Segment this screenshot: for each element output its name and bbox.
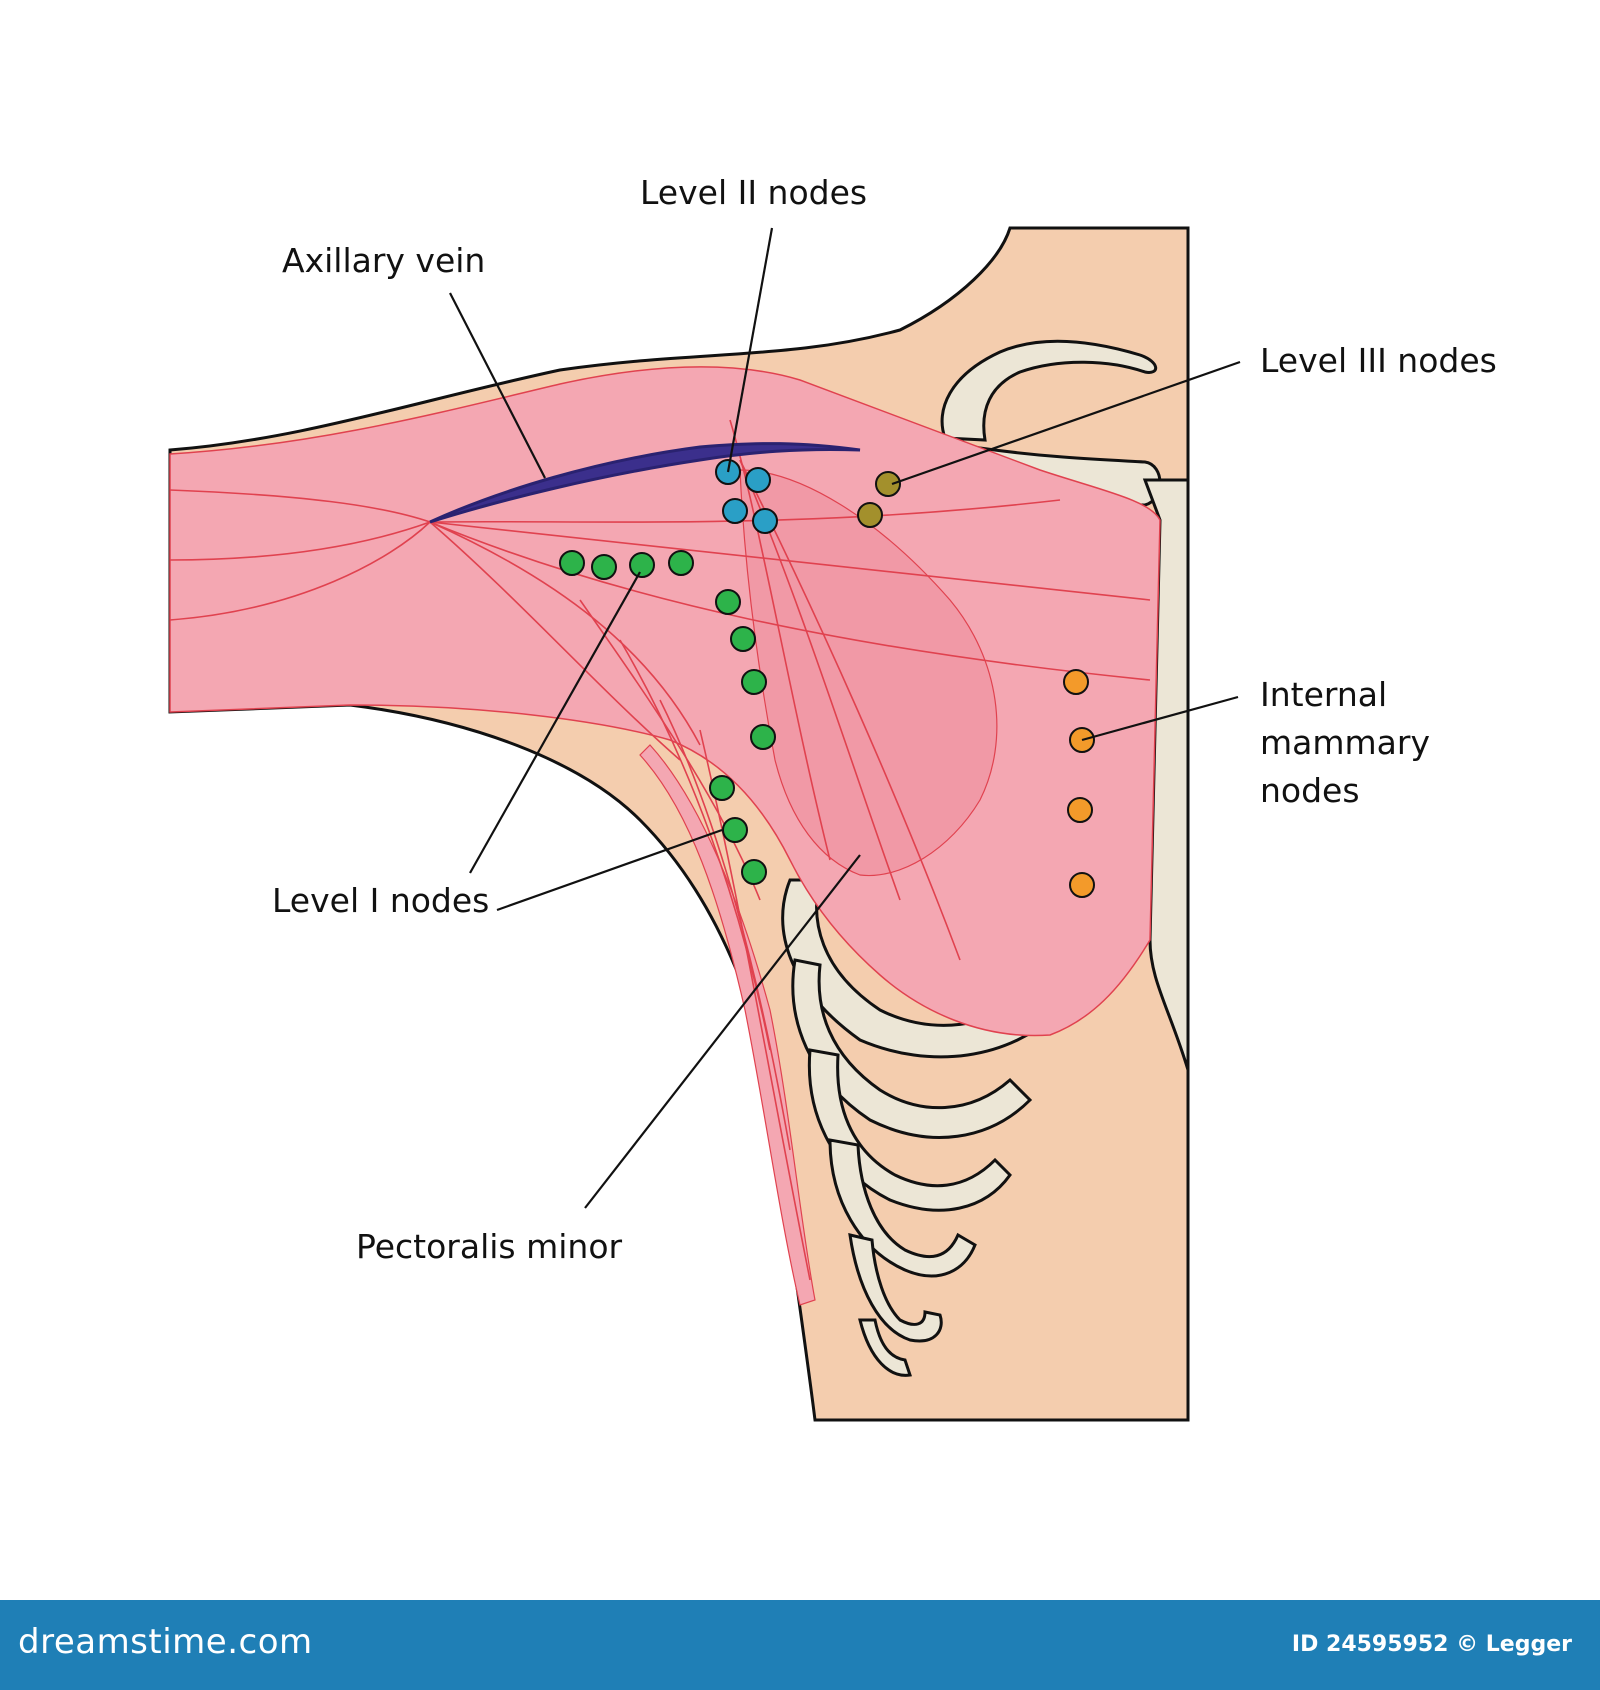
pectoral-muscles — [169, 366, 1161, 1306]
internal-mammary-node-3 — [1067, 797, 1093, 823]
axillary-vein — [429, 442, 861, 524]
text-labels: Level II nodes Axillary vein Level III n… — [272, 173, 1497, 1266]
level-3-node-1 — [875, 471, 901, 497]
level-1-node-3 — [629, 552, 655, 578]
level-1-node-group — [559, 550, 776, 885]
level-1-node-1 — [559, 550, 585, 576]
level-1-node-11 — [741, 859, 767, 885]
level-1-node-9 — [709, 775, 735, 801]
leader-lines — [449, 227, 1241, 1209]
label-internal-1: Internal — [1260, 675, 1387, 714]
leader-level1-a — [469, 571, 641, 874]
arm-and-pectoralis-major — [169, 366, 1161, 1037]
rib-5 — [848, 1233, 943, 1343]
internal-mammary-node-group — [1063, 669, 1095, 898]
pectoralis-minor-muscle — [739, 469, 998, 877]
level-2-node-group — [715, 459, 778, 534]
level-3-node-2 — [857, 502, 883, 528]
label-level3: Level III nodes — [1260, 341, 1497, 380]
leader-internal — [1081, 695, 1239, 742]
label-pectoralis: Pectoralis minor — [356, 1227, 623, 1266]
label-axillary-vein: Axillary vein — [282, 241, 485, 280]
label-level2: Level II nodes — [640, 173, 867, 212]
leader-level2 — [726, 227, 774, 473]
footer-credit: ID 24595952 © Legger — [1291, 1632, 1572, 1657]
internal-mammary-node-1 — [1063, 669, 1089, 695]
level-2-node-4 — [752, 508, 778, 534]
leader-pectoralis — [584, 854, 861, 1209]
level-1-node-2 — [591, 554, 617, 580]
level-1-node-4 — [668, 550, 694, 576]
leader-level3 — [891, 360, 1241, 486]
internal-mammary-node-4 — [1069, 872, 1095, 898]
footer-brand[interactable]: dreamstime.com — [18, 1622, 313, 1662]
level-1-node-8 — [750, 724, 776, 750]
label-level1: Level I nodes — [272, 881, 489, 920]
footer-bar: dreamstime.com ID 24595952 © Legger — [0, 1600, 1600, 1690]
leader-level1-b — [496, 828, 723, 912]
level-3-node-group — [857, 471, 901, 528]
leader-axillary-vein — [449, 292, 546, 479]
rib-4 — [828, 1138, 977, 1278]
level-1-node-6 — [730, 626, 756, 652]
level-1-node-7 — [741, 669, 767, 695]
label-internal-2: mammary — [1260, 723, 1430, 762]
level-2-node-2 — [745, 467, 771, 493]
label-internal-3: nodes — [1260, 771, 1360, 810]
level-2-node-3 — [722, 498, 748, 524]
coracoid-bone — [940, 339, 1158, 442]
level-1-node-5 — [715, 589, 741, 615]
rib-6 — [858, 1318, 912, 1377]
level-1-node-10 — [722, 817, 748, 843]
